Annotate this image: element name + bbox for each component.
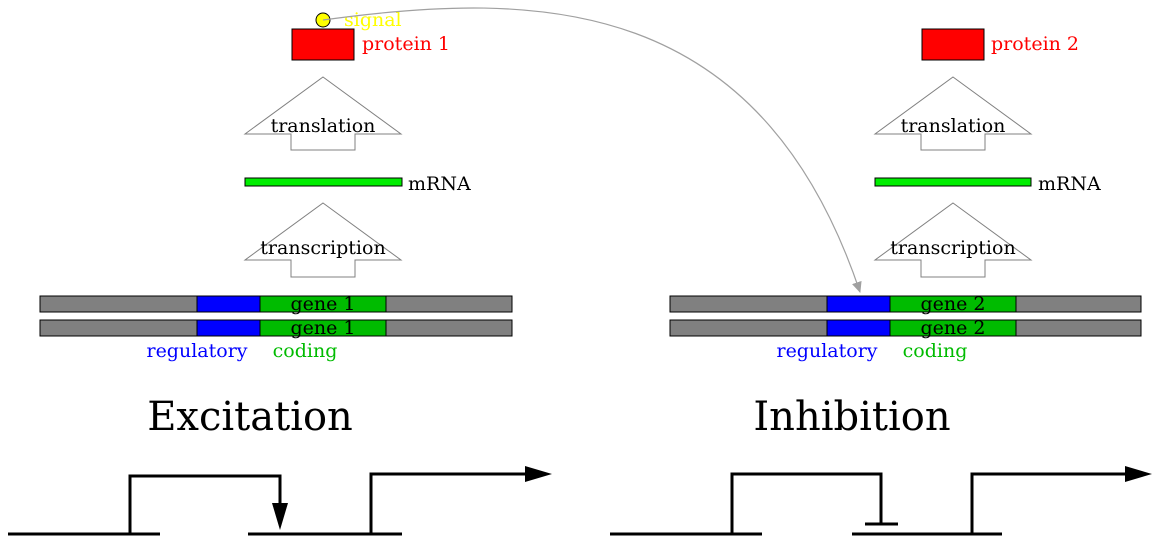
dna-strand-top: gene 1 xyxy=(39,293,513,315)
mrna-label: mRNA xyxy=(408,173,471,195)
protein-1-label: protein 1 xyxy=(362,33,450,55)
excitation-symbol xyxy=(8,472,528,536)
transcription-arrow xyxy=(243,202,403,278)
transcription-label: transcription xyxy=(890,237,1015,259)
coding-label: coding xyxy=(903,340,968,362)
output-arrowhead xyxy=(525,466,552,482)
dna-strand-top: gene 2 xyxy=(669,293,1142,315)
transcription-arrow xyxy=(873,202,1033,278)
coding-region xyxy=(259,295,387,313)
translation-label: translation xyxy=(901,115,1006,137)
protein-2-box xyxy=(921,28,985,61)
dna-strand-bottom: gene 2 xyxy=(669,317,1142,339)
protein-1-box xyxy=(291,28,355,61)
coding-label: coding xyxy=(273,340,338,362)
translation-arrow xyxy=(873,76,1033,151)
right-panel: protein 2 translation mRNA transcription… xyxy=(610,28,1152,536)
output-arrowhead xyxy=(1125,466,1152,482)
inhibition-title: Inhibition xyxy=(753,394,950,440)
mrna-strand xyxy=(244,177,403,187)
gene-1-label-bottom: gene 1 xyxy=(290,317,355,339)
regulatory-region xyxy=(826,319,891,337)
regulatory-region xyxy=(196,319,261,337)
transcription-label: transcription xyxy=(260,237,385,259)
regulatory-label: regulatory xyxy=(146,340,247,362)
gene-2-label-bottom: gene 2 xyxy=(920,317,985,339)
signal-label: signal xyxy=(344,9,402,31)
regulation-curve-arrow xyxy=(322,7,862,293)
inhibition-symbol xyxy=(610,472,1128,536)
excitation-title: Excitation xyxy=(147,394,353,440)
mrna-strand xyxy=(874,177,1032,187)
coding-region xyxy=(259,319,387,337)
gene-1-label-top: gene 1 xyxy=(290,293,355,315)
regulatory-region xyxy=(196,295,261,313)
protein-2-label: protein 2 xyxy=(991,33,1079,55)
excitation-arrowhead xyxy=(272,503,288,530)
translation-arrow xyxy=(243,76,403,151)
mrna-label: mRNA xyxy=(1038,173,1101,195)
dna-strand-bottom: gene 1 xyxy=(39,317,513,339)
translation-label: translation xyxy=(271,115,376,137)
coding-region xyxy=(889,295,1017,313)
coding-region xyxy=(889,319,1017,337)
gene-2-label-top: gene 2 xyxy=(920,293,985,315)
left-panel: signal protein 1 translation mRNA transc… xyxy=(8,9,552,536)
regulatory-label: regulatory xyxy=(776,340,877,362)
regulatory-region xyxy=(826,295,891,313)
